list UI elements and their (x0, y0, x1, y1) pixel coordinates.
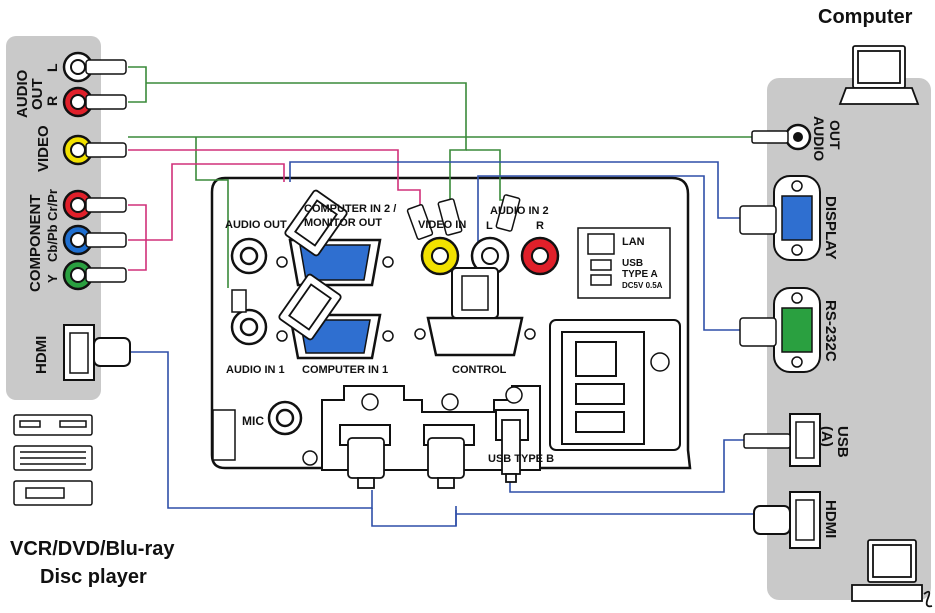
computer-in2-label-1: COMPUTER IN 2 / (304, 203, 396, 215)
left-component-sub-label: Cb/Pb Cr/Pr (45, 189, 60, 262)
hdmi-plugs (347, 419, 521, 489)
usb-type-b-label: USB TYPE B (488, 453, 554, 465)
control-port (414, 267, 536, 357)
left-source-panel (6, 36, 101, 400)
audio-out-jack (230, 237, 268, 275)
video-in-label: VIDEO IN (418, 219, 466, 231)
left-hdmi-label: HDMI (33, 336, 50, 374)
bluray-player-icon (13, 480, 93, 506)
pc-rs232-port (739, 287, 821, 373)
pc-usb-port (743, 413, 821, 467)
audio-in2-r-label: R (536, 220, 544, 232)
wire-hdmi-pc (371, 508, 457, 527)
usb-type-a-label-2: TYPE A (622, 269, 658, 280)
desktop-icon (851, 539, 933, 608)
rca-jack-y (62, 259, 127, 291)
rca-jack-r (62, 86, 127, 118)
video-in-jack (420, 236, 460, 276)
wire-display (289, 161, 740, 219)
lan-label: LAN (622, 236, 645, 248)
pc-audio-jack (751, 123, 812, 151)
usb-type-a-label-3: DC5V 0.5A (622, 281, 663, 290)
audio-in2-r-jack (520, 236, 560, 276)
lan-usb-block (549, 319, 681, 451)
laptop-icon (838, 45, 920, 105)
wire-component (128, 204, 147, 271)
mic-jack (212, 400, 318, 466)
hdmi-port-left (63, 324, 131, 381)
left-audio-r-label: R (44, 96, 60, 106)
source-heading-line1: VCR/DVD/Blu-ray (10, 538, 175, 560)
computer-in1-label: COMPUTER IN 1 (302, 364, 388, 376)
left-audio-out-label-1: AUDIO (14, 69, 31, 118)
pc-display-port (739, 175, 821, 261)
mic-label: MIC (242, 414, 264, 428)
right-audio-out-label-1: AUDIO (811, 116, 827, 161)
left-component-label: COMPONENT (27, 195, 44, 293)
left-video-label: VIDEO (35, 125, 52, 172)
right-usb-label-2: (A) (818, 426, 835, 447)
audio-in2-label: AUDIO IN 2 (490, 205, 549, 217)
wire-component-main (128, 163, 285, 241)
left-audio-out-label-2: OUT (29, 78, 46, 110)
usb-type-a-label-1: USB (622, 258, 643, 269)
rca-plugs-top (406, 194, 521, 240)
pc-hdmi-port (753, 491, 821, 549)
rca-jack-cb (62, 224, 127, 256)
right-display-label: DISPLAY (822, 196, 839, 260)
rca-jack-video (62, 134, 127, 166)
audio-out-label: AUDIO OUT (225, 219, 287, 231)
wire-usb (509, 439, 744, 493)
dvd-player-icon (13, 445, 93, 471)
wire-hdmi-pc-2 (455, 506, 754, 526)
wire-video (128, 149, 421, 212)
source-heading-line2: Disc player (40, 566, 147, 588)
lan-usb-box (577, 227, 671, 299)
wire-pc-audio-drop (195, 137, 229, 288)
cables (128, 66, 754, 527)
right-usb-label-1: USB (834, 426, 851, 458)
left-audio-l-label: L (44, 63, 60, 72)
right-audio-out-label-2: OUT (827, 120, 843, 150)
wire-rs232 (477, 175, 740, 331)
wire-audio-l (128, 66, 147, 103)
computer-heading: Computer (818, 6, 913, 28)
vcr-icon (13, 414, 93, 436)
right-rs232c-label: RS-232C (822, 300, 839, 362)
audio-in2-l-label: L (486, 220, 493, 232)
right-hdmi-label: HDMI (822, 500, 839, 538)
vga-plug-in1 (278, 273, 342, 341)
wire-hdmi-src (130, 351, 373, 509)
audio-in1-jack (230, 289, 268, 346)
audio-in1-label: AUDIO IN 1 (226, 364, 285, 376)
computer-in2-label-2: MONITOR OUT (304, 217, 382, 229)
left-component-y-label: Y (45, 274, 60, 283)
rca-jack-l (62, 51, 127, 83)
rca-jack-cr (62, 189, 127, 221)
vga-plug-in2 (284, 189, 348, 257)
control-label: CONTROL (452, 364, 507, 376)
